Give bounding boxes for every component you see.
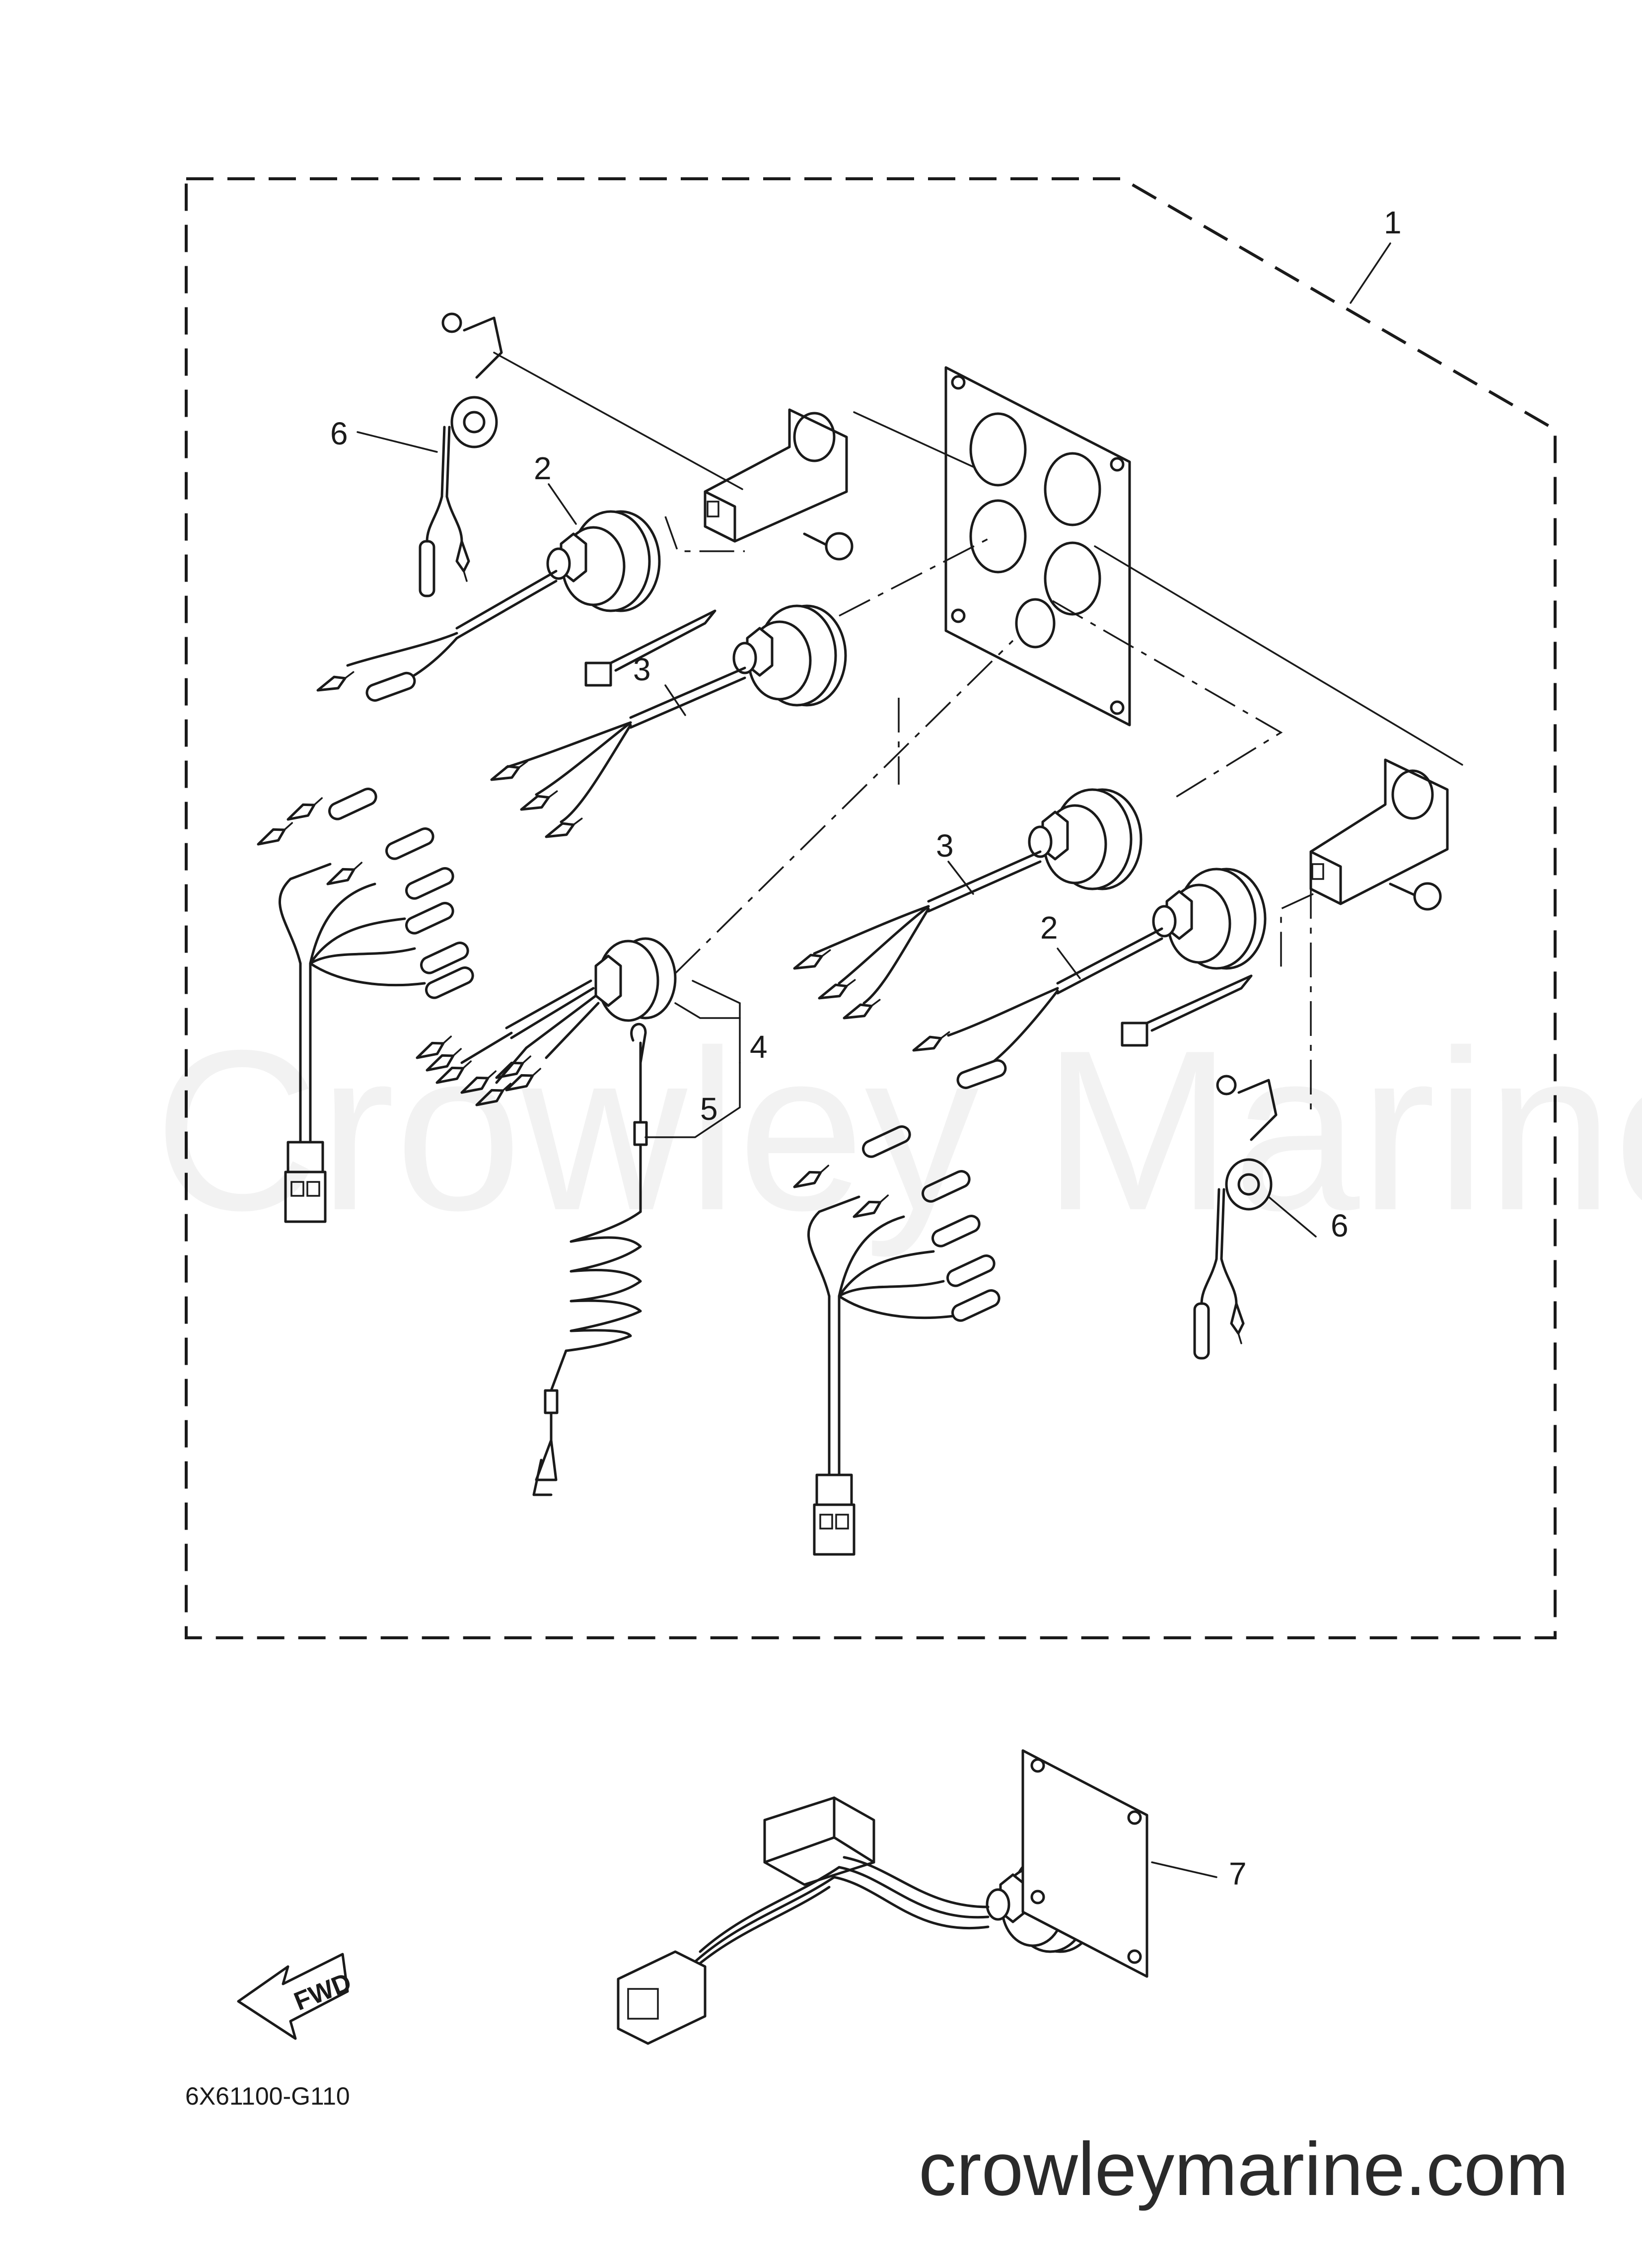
- gauge-3-lower: [1029, 790, 1141, 889]
- callout-1: 1: [1384, 205, 1402, 240]
- callout-3-lower: 3: [936, 828, 954, 864]
- callout-3-upper: 3: [633, 652, 651, 687]
- leader-lines: [357, 242, 1391, 1878]
- extension-harness: [617, 1749, 1148, 2045]
- callout-6-upper: 6: [330, 416, 348, 451]
- panel-plate: [944, 366, 1131, 727]
- callout-2-lower: 2: [1040, 910, 1058, 946]
- assembly-lines: [493, 352, 1463, 1117]
- gauge-3-upper: [734, 606, 846, 705]
- callout-7: 7: [1229, 1856, 1247, 1892]
- bracket-screw-right: [1389, 882, 1442, 911]
- callout-4: 4: [750, 1029, 768, 1065]
- kit-boundary: [185, 177, 1557, 1639]
- callout-6-lower: 6: [1331, 1208, 1349, 1244]
- cable-tie-upper: [584, 609, 716, 687]
- main-switch: [414, 937, 677, 1109]
- callout-5: 5: [700, 1091, 718, 1127]
- gauge-2-lower: [1153, 869, 1265, 968]
- cable-tie-lower: [1121, 974, 1253, 1047]
- gauge-2-upper: [548, 512, 659, 611]
- website-link[interactable]: crowleymarine.com: [919, 2127, 1569, 2211]
- watermark: Crowley Marine: [154, 1003, 1642, 1259]
- buzzer-top: [419, 312, 503, 597]
- bracket-top: [704, 408, 848, 543]
- callout-2-upper: 2: [534, 450, 552, 486]
- bracket-screw-top: [803, 532, 854, 561]
- fwd-arrow-icon: FWD: [237, 1953, 356, 2040]
- bracket-right: [1309, 758, 1449, 905]
- gauge-cables: [315, 570, 1163, 1090]
- buzzer-right: [1193, 1075, 1278, 1360]
- lanyard: [532, 1023, 648, 1496]
- part-code: 6X61100-G110: [185, 2082, 350, 2110]
